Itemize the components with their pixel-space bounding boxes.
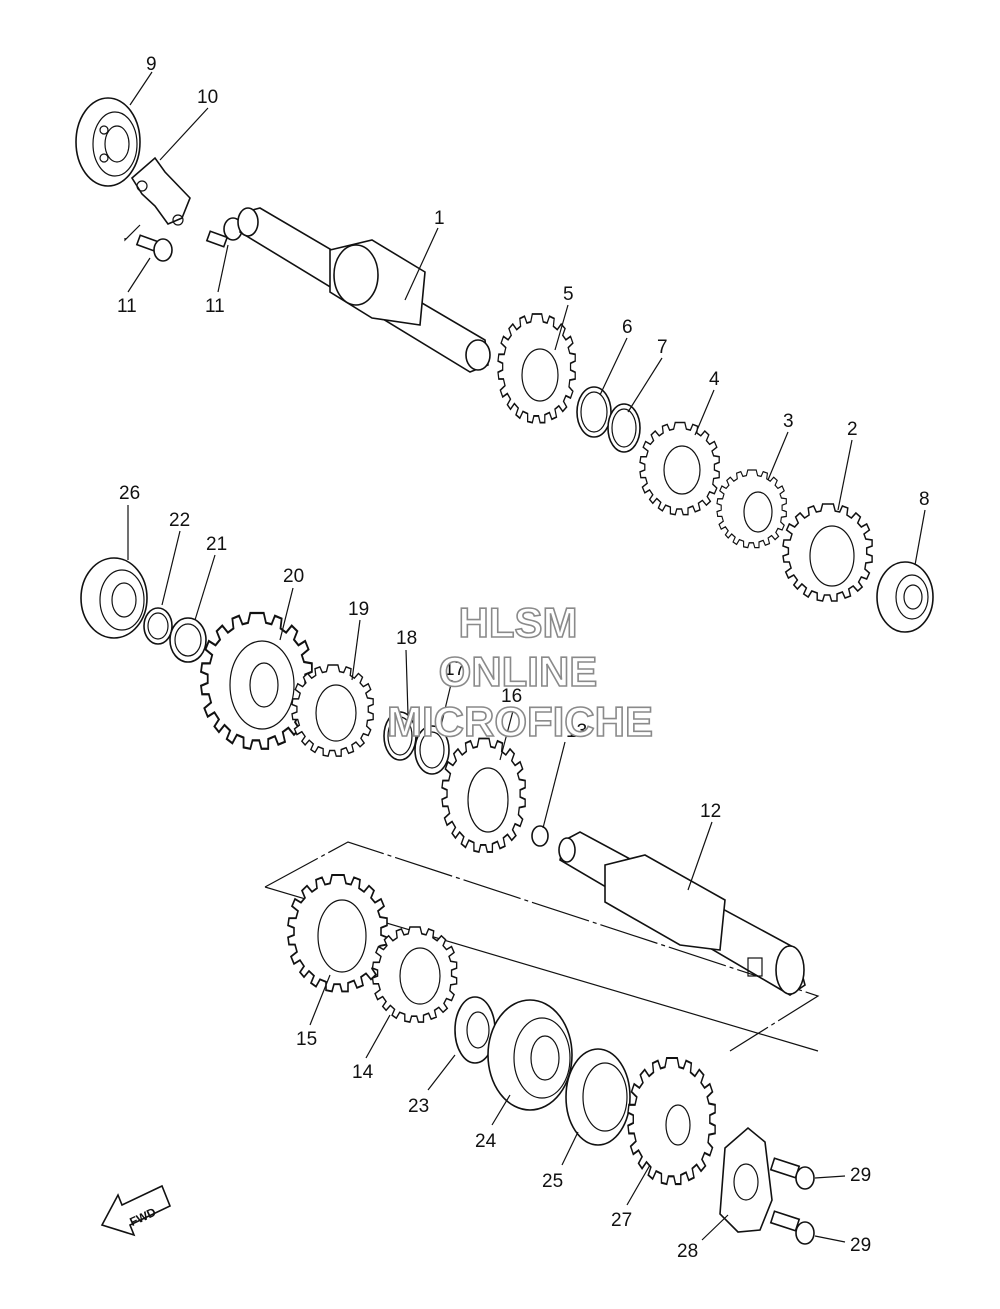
callout-11a: 11 xyxy=(117,296,137,317)
callout-18: 18 xyxy=(396,628,417,649)
callout-16: 16 xyxy=(501,686,522,707)
oil-seal-25 xyxy=(565,1048,631,1146)
callout-21: 21 xyxy=(206,534,227,555)
watermark-line-2: ONLINE xyxy=(439,648,598,695)
callout-23: 23 xyxy=(408,1096,429,1117)
gear-19 xyxy=(291,664,374,757)
main-axle-1 xyxy=(237,207,491,373)
watermark-line-3: MICROFICHE xyxy=(387,698,653,745)
leader-lines xyxy=(124,71,926,1243)
bolt-29b xyxy=(769,1210,815,1245)
bearing-26 xyxy=(80,557,148,639)
gear-3 xyxy=(716,469,787,549)
callout-14: 14 xyxy=(352,1062,374,1083)
callout-8: 8 xyxy=(919,489,930,510)
callout-17: 17 xyxy=(444,659,465,680)
circlip-7 xyxy=(607,403,641,453)
callout-10: 10 xyxy=(197,87,218,108)
lock-washer-28 xyxy=(719,1126,773,1233)
screw-11a xyxy=(135,234,173,262)
callout-26: 26 xyxy=(119,483,140,504)
washer-6 xyxy=(576,386,612,438)
callout-3: 3 xyxy=(783,411,794,432)
bearing-8 xyxy=(876,561,934,633)
callout-24: 24 xyxy=(475,1131,497,1152)
assembly-group-outline xyxy=(264,841,820,1052)
callout-11b: 11 xyxy=(205,296,225,317)
gear-4 xyxy=(639,421,720,516)
callout-27: 27 xyxy=(611,1210,632,1231)
gear-15 xyxy=(287,874,388,993)
callout-5: 5 xyxy=(563,284,574,305)
bolt-29a xyxy=(769,1157,815,1190)
callout-13: 13 xyxy=(566,721,587,742)
screw-11b xyxy=(205,217,243,248)
drive-axle-12 xyxy=(558,831,806,996)
callout-12: 12 xyxy=(700,801,721,822)
callout-6: 6 xyxy=(622,317,633,338)
watermark-line-1: HLSM xyxy=(459,599,578,646)
bearing-9 xyxy=(75,97,141,187)
callout-22: 22 xyxy=(169,510,190,531)
circlip-18 xyxy=(383,711,417,761)
callout-29a: 29 xyxy=(850,1165,871,1186)
callout-2: 2 xyxy=(847,419,858,440)
callout-4: 4 xyxy=(709,369,720,390)
callout-20: 20 xyxy=(283,566,304,587)
callout-15: 15 xyxy=(296,1029,317,1050)
callout-7: 7 xyxy=(657,337,668,358)
callout-29b: 29 xyxy=(850,1235,871,1256)
forward-arrow-icon: FWD xyxy=(100,1184,172,1237)
gear-5 xyxy=(497,313,577,424)
gear-16 xyxy=(441,737,527,853)
callout-25: 25 xyxy=(542,1171,563,1192)
callout-9: 9 xyxy=(146,54,157,75)
sprocket-27 xyxy=(626,1056,717,1186)
watermark: HLSM ONLINE MICROFICHE xyxy=(386,598,654,746)
callout-1: 1 xyxy=(434,208,445,229)
ball-13 xyxy=(531,825,549,847)
gear-2 xyxy=(782,503,873,602)
callout-28: 28 xyxy=(677,1241,698,1262)
bearing-24 xyxy=(487,999,573,1111)
gear-14 xyxy=(371,926,458,1023)
callout-19: 19 xyxy=(348,599,369,620)
